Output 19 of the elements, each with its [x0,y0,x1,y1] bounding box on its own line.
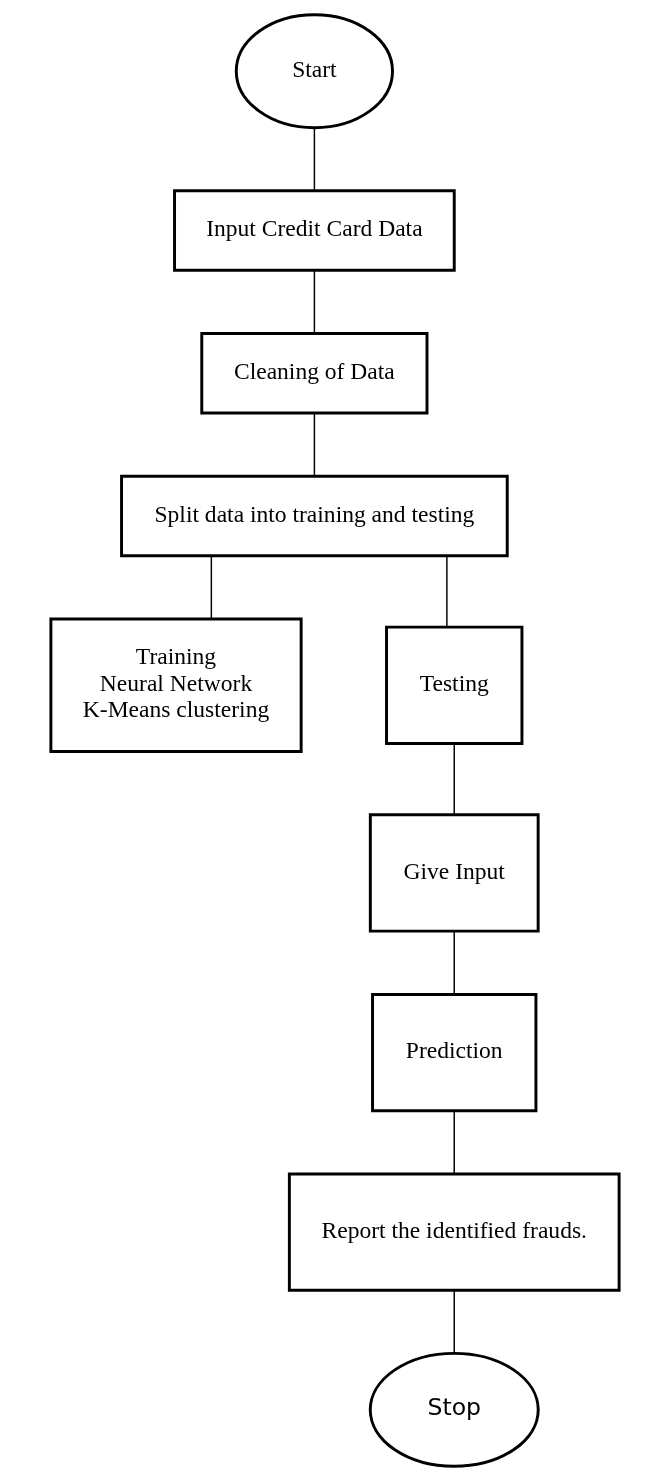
connector [453,742,455,816]
node-box: Split data into training and testing [119,474,509,558]
node-box: Cleaning of Data [199,332,428,415]
node-box: Prediction [370,992,537,1113]
node-box: Training Neural Network K-Means clustering [48,617,303,753]
connector [453,1110,455,1175]
connector [313,412,315,477]
connector [453,1289,455,1355]
node-box: Testing [384,625,523,745]
node-box: Input Credit Card Data [172,189,456,272]
connector [210,555,212,620]
connector [313,127,315,192]
connector [453,930,455,995]
node-ellipse: Start [234,13,394,130]
connector [445,555,448,628]
connector [313,269,315,334]
node-box: Report the identified frauds. [287,1172,621,1292]
node-box: Give Input [368,813,540,933]
node-ellipse: Stop [368,1351,540,1468]
